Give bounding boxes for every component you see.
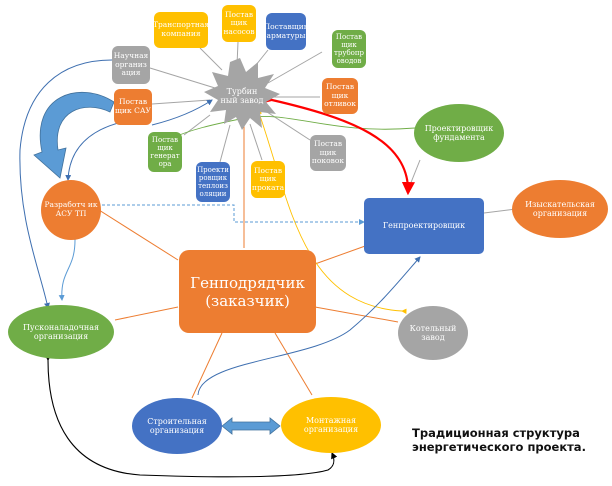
valve-supplier-node[interactable]: Поставщик арматуры	[263, 13, 309, 50]
generator-supplier-label: Постав щик генерат ора	[150, 135, 180, 169]
installation-org-node[interactable]: Монтажная организация	[281, 397, 381, 453]
link-foundation-generator	[171, 115, 416, 139]
forging-supplier-label: Постав щик поковок	[311, 139, 345, 166]
construction-org-node[interactable]: Строительная организация	[132, 398, 222, 454]
spoke-research	[149, 67, 216, 89]
link-acs-turbine	[151, 99, 213, 126]
survey-org-label: Изыскательская организация	[525, 199, 595, 218]
turbine-plant-shape[interactable]	[204, 58, 280, 130]
pipe-supplier-node[interactable]: Постав щик трубопр оводов	[332, 30, 366, 68]
spoke-rolled	[249, 123, 263, 161]
foundation-designer-label: Проектировщик фундамента	[424, 123, 494, 142]
spoke-insulation	[219, 124, 231, 163]
research-org-node[interactable]: Научная организ ация	[112, 46, 150, 84]
insulation-designer-label: Проекти ровщик теплоиз оляции	[197, 165, 229, 199]
pipe-supplier-label: Постав щик трубопр оводов	[333, 32, 365, 66]
boiler-plant-label: Котельный завод	[409, 323, 457, 342]
commissioning-org-label: Пусконаладочная организация	[22, 322, 100, 341]
general-contractor-node[interactable]: Генподрядчик (заказчик)	[179, 250, 316, 333]
link-apcs-gendesign	[102, 204, 365, 225]
link-commissioning-installation	[44, 354, 338, 478]
foundation-designer-node[interactable]: Проектировщик фундамента	[414, 104, 504, 162]
apcs-developer-node[interactable]: Разработч ик АСУ ТП	[41, 180, 101, 240]
caption-line-1: Традиционная структура	[412, 426, 580, 440]
pump-supplier-node[interactable]: Постав щик насосов	[222, 5, 256, 42]
transport-company-label: Транспортная компания	[152, 20, 210, 38]
installation-org-label: Монтажная организация	[303, 415, 359, 434]
commissioning-org-node[interactable]: Пусконаладочная организация	[8, 305, 114, 359]
block-arrow-acs-apcs	[33, 91, 115, 179]
caption-line-2: энергетического проекта.	[412, 440, 586, 455]
link-contractor-commissioning	[114, 306, 179, 321]
link-boiler-turbine	[256, 109, 407, 314]
spoke-foundation-gendesign	[407, 159, 421, 191]
boiler-plant-node[interactable]: Котельный завод	[398, 306, 468, 360]
apcs-developer-label: Разработч ик АСУ ТП	[44, 200, 98, 218]
spoke-transport	[199, 47, 223, 71]
transport-company-node[interactable]: Транспортная компания	[152, 12, 210, 48]
casting-supplier-node[interactable]: Постав щик отливок	[322, 78, 358, 114]
casting-supplier-label: Постав щик отливок	[324, 82, 356, 109]
spoke-pipes	[267, 51, 323, 84]
general-designer-node[interactable]: Генпроектировщик	[364, 198, 484, 254]
link-acs-apcs	[65, 117, 153, 181]
general-contractor-label: Генподрядчик (заказчик)	[190, 273, 305, 310]
acs-supplier-node[interactable]: Постав щик САУ	[114, 89, 152, 125]
valve-supplier-label: Поставщик арматуры	[263, 21, 309, 40]
link-contractor-construction	[191, 332, 223, 399]
pump-supplier-label: Постав щик насосов	[223, 9, 255, 36]
forging-supplier-node[interactable]: Постав щик поковок	[310, 135, 346, 171]
turbine-plant-label: Турбин ный завод	[220, 86, 264, 105]
survey-org-node[interactable]: Изыскательская организация	[512, 180, 608, 238]
link-contractor-gendesign	[314, 244, 369, 265]
link-research-commissioning	[19, 59, 113, 309]
general-designer-label: Генпроектировщик	[382, 221, 466, 231]
link-apcs-commissioning	[58, 234, 79, 301]
link-contractor-installation	[274, 332, 313, 396]
diagram-caption: Традиционная структура энергетического п…	[412, 426, 586, 455]
turbine-plant-node[interactable]: Турбин ный завод	[218, 76, 266, 116]
research-org-label: Научная организ ация	[113, 51, 149, 78]
spoke-forgings	[266, 111, 311, 141]
spoke-survey-gendesign	[483, 208, 517, 214]
rolled-metal-supplier-label: Постав щик проката	[251, 165, 285, 192]
generator-supplier-node[interactable]: Постав щик генерат ора	[148, 132, 182, 172]
spoke-acs	[151, 99, 211, 105]
block-arrow-construction-installation[interactable]	[221, 417, 281, 435]
acs-supplier-label: Постав щик САУ	[115, 97, 151, 115]
rolled-metal-supplier-node[interactable]: Постав щик проката	[251, 161, 285, 198]
construction-org-label: Строительная организация	[147, 416, 207, 435]
insulation-designer-node[interactable]: Проекти ровщик теплоиз оляции	[196, 162, 230, 202]
